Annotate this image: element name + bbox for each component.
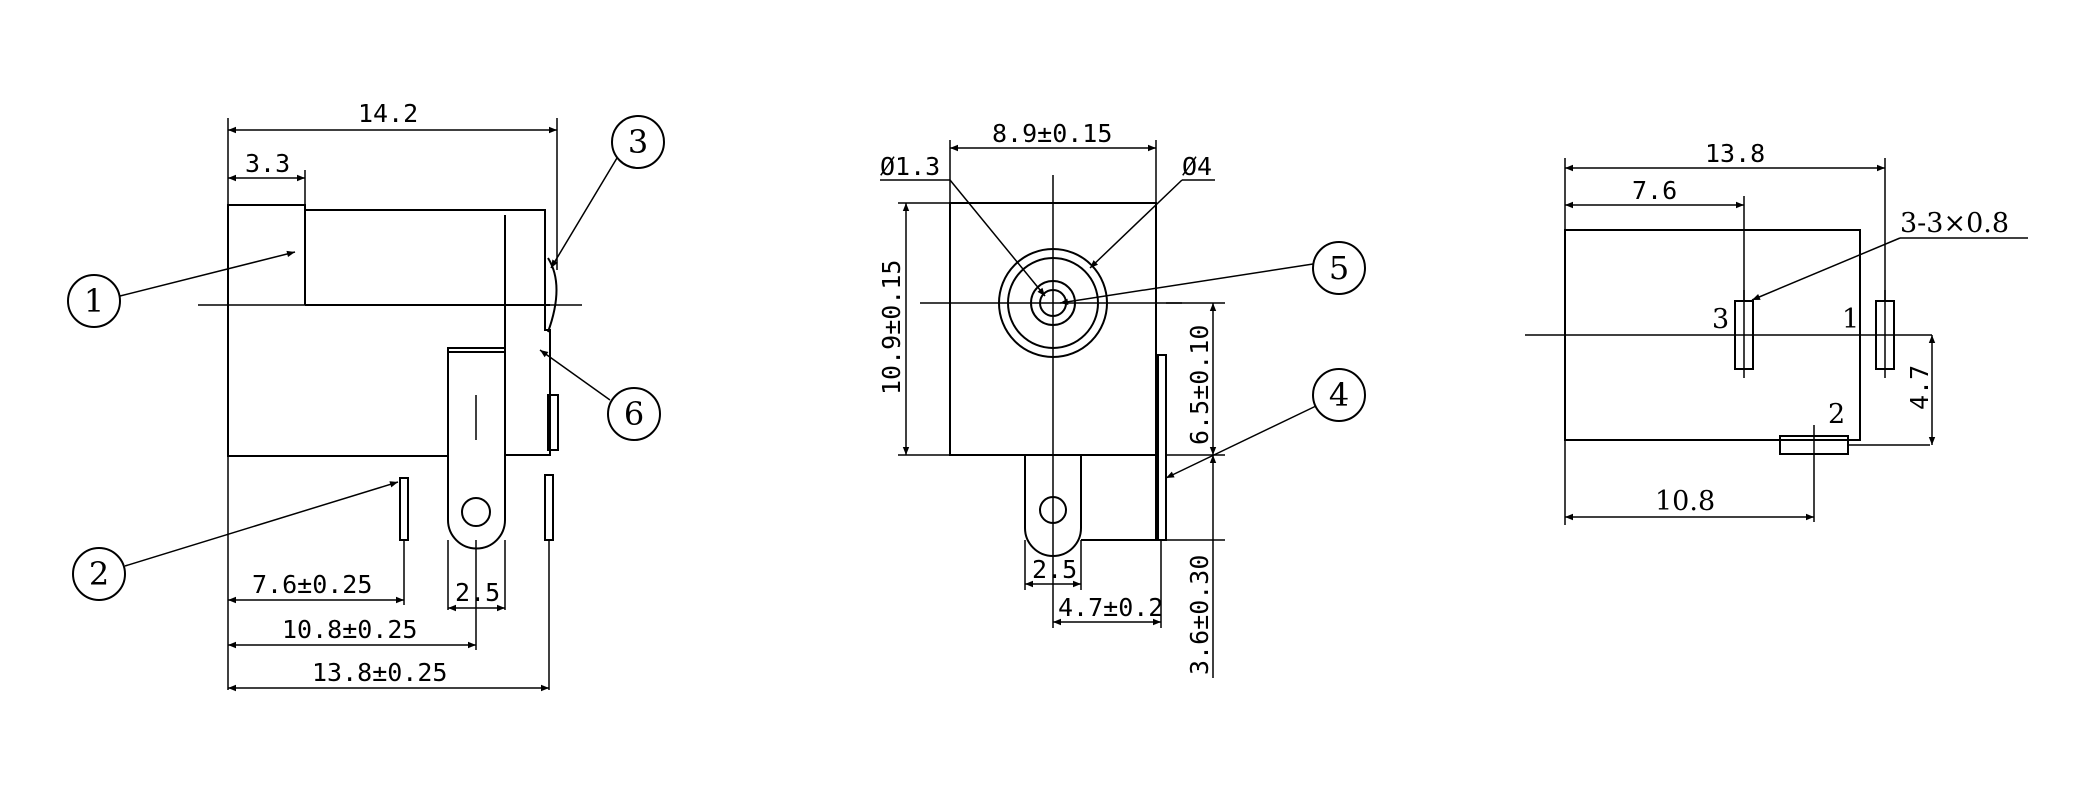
dim-pcb-pin2-offset: 10.8 [1655,486,1715,517]
callout-5: 5 [1329,249,1349,287]
side-lug-hole [461,497,491,527]
callout-6: 6 [624,395,644,433]
dim-lug-offset: 4.7±0.2 [1058,593,1163,622]
dim-pin3-position: 13.8±0.25 [312,658,447,687]
callout-4: 4 [1329,376,1349,414]
callout-circle-icon [1312,368,1366,422]
front-view: 8.9±0.15 10.9±0.15 Ø1.3 Ø4 6.5±0.10 3.6±… [877,119,1366,678]
dim-pcb-pin3-offset: 7.6 [1632,176,1677,205]
dim-overall-length: 14.2 [358,99,418,128]
side-lug [447,351,506,550]
dim-outer-hole: Ø4 [1182,152,1212,181]
dim-pin-length: 3.6±0.30 [1185,555,1214,675]
dim-lug-width: 2.5 [455,578,500,607]
callout-circle-icon [607,387,661,441]
side-body-outline [227,204,551,457]
dim-slot-spec: 3-3×0.8 [1900,208,2009,239]
side-rear-bulge [547,257,558,333]
callout-1: 1 [84,282,104,320]
callout-circle-icon [72,547,126,601]
pin-label-2: 2 [1828,399,1845,430]
pcb-view: 3 1 2 13.8 7.6 3-3×0.8 10.8 4.7 [1525,139,2028,525]
callout-circle-icon [611,115,665,169]
dim-pin1-position: 10.8±0.25 [282,615,417,644]
callout-3: 3 [628,123,648,161]
side-view: 14.2 3.3 7.6±0.25 2.5 10.8±0.25 13.8±0.2… [67,99,665,692]
dim-front-lug-width: 2.5 [1032,555,1077,584]
side-pin-3 [544,474,554,541]
side-rear-tab [547,394,559,451]
callout-circle-icon [67,274,121,328]
callout-2: 2 [89,555,109,593]
callout-circle-icon [1312,241,1366,295]
pin-label-1: 1 [1842,304,1859,335]
dim-front-width: 8.9±0.15 [992,119,1112,148]
dim-front-height: 10.9±0.15 [877,260,906,395]
dim-pcb-overall: 13.8 [1705,139,1765,168]
dim-center-hole: Ø1.3 [880,152,940,181]
dim-pcb-pin2-vertical: 4.7 [1905,365,1934,410]
dim-center-height: 6.5±0.10 [1185,325,1214,445]
pin-label-3: 3 [1712,304,1729,335]
dim-pin2-position: 7.6±0.25 [252,570,372,599]
side-pin-2 [399,477,409,541]
dim-front-step: 3.3 [245,149,290,178]
